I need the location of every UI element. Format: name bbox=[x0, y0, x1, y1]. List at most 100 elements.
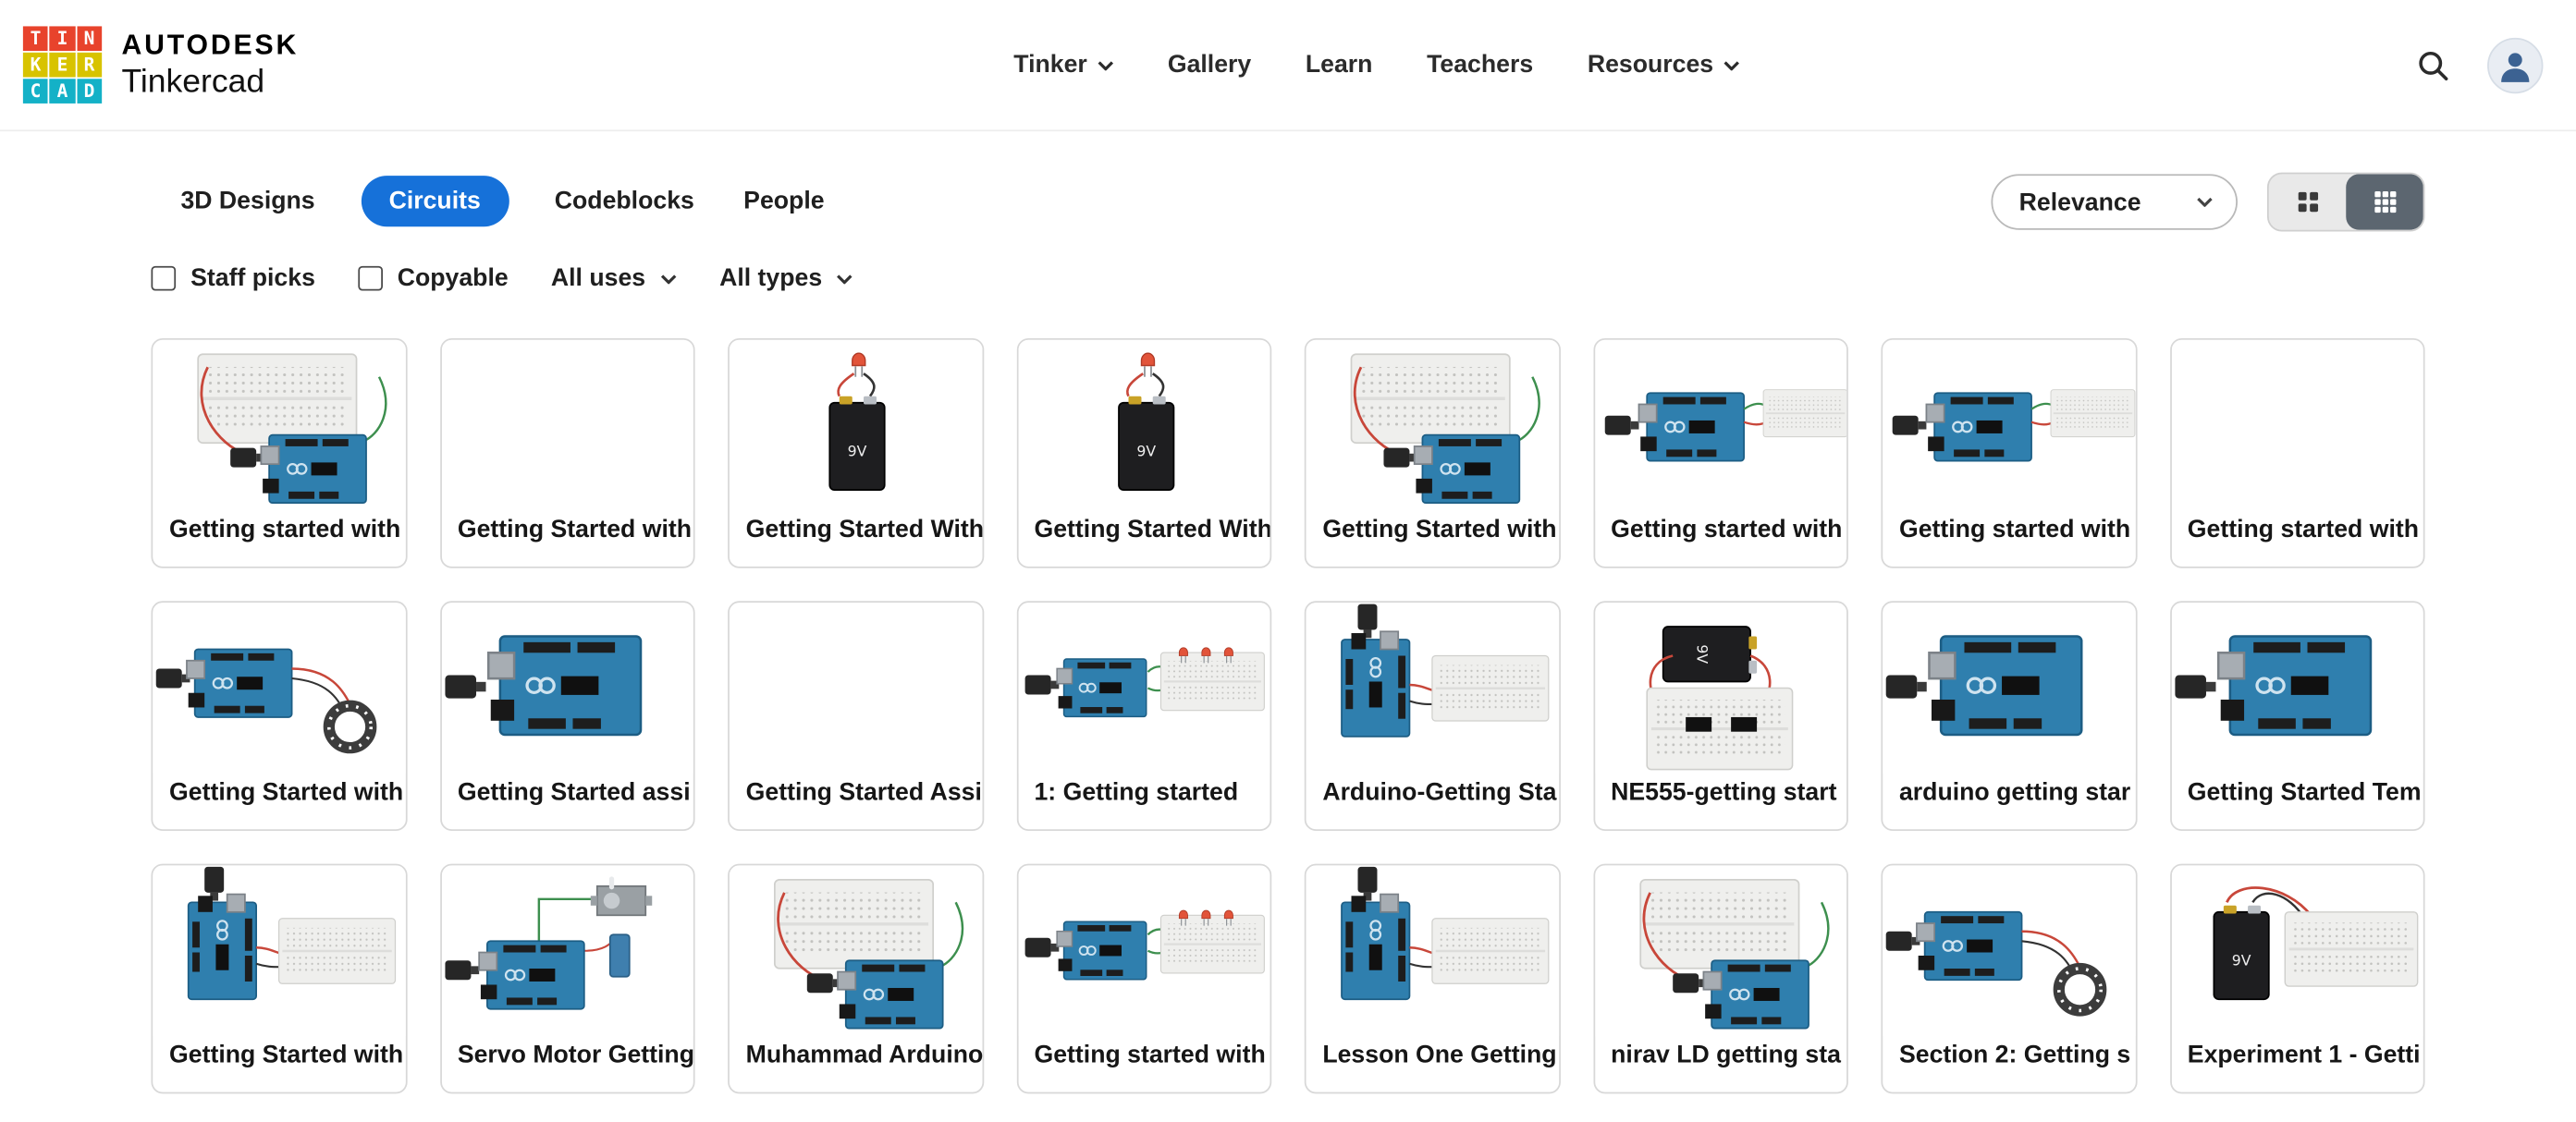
tinkercad-logo[interactable]: T I N K E R C A D bbox=[22, 25, 103, 104]
design-card-grid: Getting started with Getting Started wit… bbox=[151, 338, 2425, 1094]
design-card[interactable]: nirav LD getting sta bbox=[1592, 863, 1848, 1094]
staff-picks-label: Staff picks bbox=[190, 264, 315, 293]
design-card[interactable]: Getting Started with bbox=[151, 863, 407, 1094]
nav-label: Gallery bbox=[1167, 51, 1252, 79]
logo-letter: N bbox=[76, 25, 103, 51]
design-card[interactable]: Servo Motor Getting bbox=[439, 863, 695, 1094]
design-thumbnail bbox=[729, 339, 982, 511]
nav-label: Learn bbox=[1305, 51, 1373, 79]
design-title: Arduino-Getting Sta bbox=[1322, 778, 1557, 807]
design-card[interactable]: Arduino-Getting Sta bbox=[1304, 601, 1561, 832]
design-card[interactable]: Section 2: Getting s bbox=[1881, 863, 2137, 1094]
chevron-down-icon bbox=[660, 274, 677, 284]
design-title: 1: Getting started bbox=[1034, 778, 1239, 807]
design-title: Getting Started assi bbox=[457, 778, 691, 807]
design-card[interactable]: Getting Started with bbox=[1304, 338, 1561, 568]
tab-3d-designs[interactable]: 3D Designs bbox=[180, 186, 315, 214]
design-thumbnail bbox=[1883, 865, 2135, 1037]
all-uses-label: All uses bbox=[550, 264, 646, 293]
design-card[interactable]: Getting started with bbox=[1881, 338, 2137, 568]
design-title: Getting Started with bbox=[457, 515, 693, 544]
logo-letter: T bbox=[22, 25, 49, 51]
sort-select[interactable]: Relevance bbox=[1991, 174, 2238, 230]
design-title: Getting Started With bbox=[1034, 515, 1270, 544]
tab-people[interactable]: People bbox=[743, 186, 825, 214]
person-icon bbox=[2501, 52, 2530, 81]
design-card[interactable]: Getting started with bbox=[1015, 863, 1272, 1094]
chevron-down-icon bbox=[2197, 197, 2213, 207]
staff-picks-checkbox[interactable] bbox=[151, 265, 177, 291]
logo-letter: I bbox=[49, 25, 76, 51]
top-header: T I N K E R C A D AUTODESK Tinkercad Tin… bbox=[0, 0, 2576, 132]
chevron-down-icon bbox=[837, 274, 853, 284]
nav-item-teachers[interactable]: Teachers bbox=[1427, 51, 1533, 79]
design-card[interactable]: arduino getting star bbox=[1881, 601, 2137, 832]
design-card[interactable]: Getting started with bbox=[151, 338, 407, 568]
logo-letter: D bbox=[76, 79, 103, 104]
search-button[interactable] bbox=[2413, 45, 2453, 85]
nav-item-resources[interactable]: Resources bbox=[1588, 51, 1740, 79]
user-avatar[interactable] bbox=[2487, 36, 2544, 93]
design-thumbnail bbox=[1017, 865, 1270, 1037]
design-thumbnail bbox=[1017, 339, 1270, 511]
tab-circuits[interactable]: Circuits bbox=[361, 175, 509, 226]
design-title: Servo Motor Getting bbox=[457, 1041, 693, 1069]
logo-letter: A bbox=[49, 79, 76, 104]
design-card[interactable]: Getting started with bbox=[2169, 338, 2425, 568]
design-card[interactable]: Lesson One Getting bbox=[1304, 863, 1561, 1094]
copyable-label: Copyable bbox=[397, 264, 509, 293]
nav-item-learn[interactable]: Learn bbox=[1306, 51, 1373, 79]
design-card[interactable]: 1: Getting started bbox=[1015, 601, 1272, 832]
design-card[interactable]: Getting Started Tem bbox=[2169, 601, 2425, 832]
nav-item-gallery[interactable]: Gallery bbox=[1168, 51, 1251, 79]
design-card[interactable]: Getting Started with bbox=[151, 601, 407, 832]
category-tabs-row: 3D Designs Circuits Codeblocks People Re… bbox=[151, 172, 2425, 232]
design-thumbnail bbox=[2171, 865, 2423, 1037]
logo-letter: E bbox=[49, 52, 76, 78]
design-card[interactable]: Getting Started with bbox=[439, 338, 695, 568]
design-thumbnail bbox=[729, 603, 982, 774]
design-title: Getting Started With bbox=[745, 515, 982, 544]
nav-item-tinker[interactable]: Tinker bbox=[1013, 51, 1113, 79]
design-thumbnail bbox=[1883, 603, 2135, 774]
design-card[interactable]: Getting Started assi bbox=[439, 601, 695, 832]
design-thumbnail bbox=[729, 865, 982, 1037]
design-thumbnail bbox=[1306, 865, 1559, 1037]
design-card[interactable]: Getting Started Assi bbox=[728, 601, 984, 832]
view-grid-large-button[interactable] bbox=[2346, 174, 2423, 230]
all-types-dropdown[interactable]: All types bbox=[719, 264, 853, 292]
view-grid-small-button[interactable] bbox=[2269, 174, 2347, 229]
copyable-checkbox[interactable] bbox=[358, 265, 383, 291]
header-actions bbox=[2413, 0, 2544, 129]
design-thumbnail bbox=[1594, 603, 1847, 774]
design-card[interactable]: Muhammad Arduino bbox=[728, 863, 984, 1094]
design-card[interactable]: Getting Started With bbox=[728, 338, 984, 568]
tab-codeblocks[interactable]: Codeblocks bbox=[554, 186, 694, 214]
design-title: arduino getting star bbox=[1898, 778, 2131, 807]
design-title: Getting Started with bbox=[169, 1041, 404, 1069]
logo-letter: K bbox=[22, 52, 49, 78]
nav-label: Resources bbox=[1587, 51, 1714, 79]
design-thumbnail bbox=[153, 865, 405, 1037]
staff-picks-filter[interactable]: Staff picks bbox=[151, 264, 315, 293]
design-thumbnail bbox=[441, 339, 693, 511]
design-card[interactable]: Getting Started With bbox=[1015, 338, 1272, 568]
design-thumbnail bbox=[153, 603, 405, 774]
design-title: Muhammad Arduino bbox=[745, 1041, 982, 1069]
design-title: Getting started with bbox=[1611, 515, 1843, 544]
design-title: Getting Started with bbox=[1322, 515, 1557, 544]
filters-row: Staff picks Copyable All uses All types bbox=[151, 264, 2424, 292]
design-thumbnail bbox=[1883, 339, 2135, 511]
design-thumbnail bbox=[1306, 339, 1559, 511]
design-card[interactable]: Experiment 1 - Getti bbox=[2169, 863, 2425, 1094]
grid-3x3-icon bbox=[2374, 190, 2396, 213]
design-thumbnail bbox=[441, 865, 693, 1037]
logo-letter: R bbox=[76, 52, 103, 78]
all-uses-dropdown[interactable]: All uses bbox=[551, 264, 677, 292]
copyable-filter[interactable]: Copyable bbox=[358, 264, 509, 292]
design-card[interactable]: NE555-getting start bbox=[1592, 601, 1848, 832]
design-thumbnail bbox=[1017, 603, 1270, 774]
brand-wordmark[interactable]: AUTODESK Tinkercad bbox=[121, 29, 299, 101]
design-title: Getting Started with bbox=[169, 778, 404, 807]
design-card[interactable]: Getting started with bbox=[1592, 338, 1848, 568]
